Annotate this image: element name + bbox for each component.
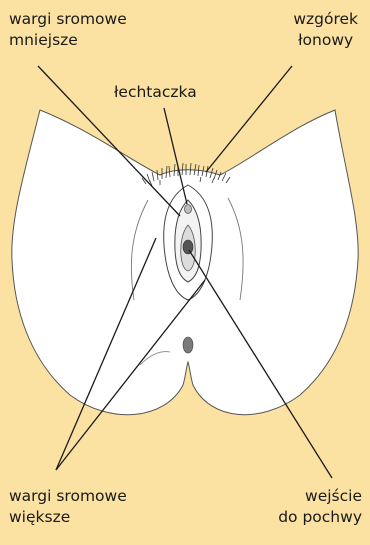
anus-shape [183,337,193,353]
label-labia-minora-line1: wargi sromowe [9,9,127,30]
label-vaginal-opening-line1: wejście [278,486,362,507]
label-labia-minora: wargi sromowe mniejsze [9,9,127,51]
label-vaginal-opening: wejście do pochwy [278,486,362,528]
label-labia-majora: wargi sromowe większe [9,486,127,528]
label-labia-majora-line1: wargi sromowe [9,486,127,507]
label-vaginal-opening-line2: do pochwy [278,507,362,528]
clitoris-shape [185,205,192,214]
label-clitoris: łechtaczka [114,82,197,103]
label-clitoris-text: łechtaczka [114,82,197,103]
label-mons-pubis: wzgórek łonowy [293,9,358,51]
label-labia-majora-line2: większe [9,507,127,528]
vaginal-opening-shape [183,240,193,254]
label-labia-minora-line2: mniejsze [9,30,127,51]
label-mons-pubis-line1: wzgórek [293,9,358,30]
label-mons-pubis-line2: łonowy [293,30,358,51]
